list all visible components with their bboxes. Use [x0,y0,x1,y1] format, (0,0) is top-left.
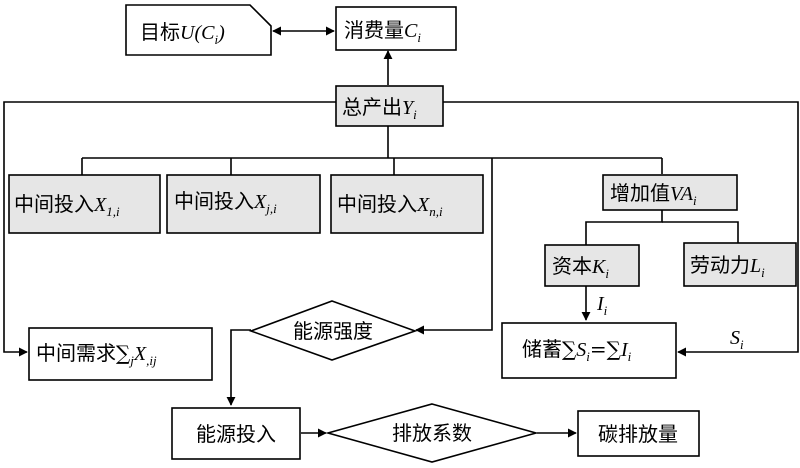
capital-node: 资本Ki [544,244,640,287]
savings-flow-label: Si [730,327,744,352]
consumption-box [335,6,457,51]
energy-input-box [171,407,301,460]
connectors [3,26,799,438]
carbon-emissions-label: 碳排放量 [598,422,678,446]
intermediate-input-n-box [330,174,484,234]
value-added-node: 增加值VAi [602,174,738,211]
investment-flow-label: Ii [596,293,608,318]
intermediate-input-1-box [8,174,161,234]
goal-label: 目标U(Ci) [140,20,225,47]
goal-node: 目标U(Ci) [125,4,272,56]
energy-intensity-node: 能源强度 [248,300,418,361]
emission-factor-diamond [325,403,539,463]
labor-box [683,242,797,287]
bus-to-energy-intensity [415,158,493,335]
intermediate-input-j-label: 中间投入Xj,i [174,189,277,216]
labor-node: 劳动力Li [683,242,797,287]
intermediate-input-1-node: 中间投入X1,i [8,174,161,234]
energy-input-node: 能源投入 [171,407,301,460]
total-output-label: 总产出Yi [342,95,417,122]
intensity-to-energy-input [226,329,251,406]
carbon-emissions-node: 碳排放量 [577,410,700,457]
carbon-emissions-box [577,410,700,457]
intermediate-demand-box [28,327,213,381]
value-added-box [602,174,738,211]
output-to-savings-loop [443,101,799,357]
capital-label: 资本Ki [552,254,609,281]
intermediate-input-1-label: 中间投入X1,i [14,192,120,219]
energy-intensity-diamond [248,300,418,361]
consumption-label: 消费量Ci [344,18,421,45]
savings-label: 储蓄∑Si=∑Ii [522,337,632,364]
energy-input-label: 能源投入 [196,422,276,446]
total-output-node: 总产出Yi [335,85,444,127]
intermediate-input-j-node: 中间投入Xj,i [166,174,321,234]
savings-box [501,322,677,379]
total-output-box [335,85,444,127]
output-to-demand-loop [3,101,336,357]
va-to-labor [662,221,739,243]
emission-factor-node: 排放系数 [325,403,539,463]
goal-shape [125,4,272,56]
va-to-capital-labor [585,210,663,245]
consumption-node: 消费量Ci [335,6,457,51]
intermediate-input-j-box [166,174,321,234]
labor-label: 劳动力Li [690,253,765,280]
value-added-label: 增加值VAi [610,181,697,208]
capital-box [544,244,640,287]
intermediate-input-n-node: 中间投入Xn,i [330,174,484,234]
savings-node: 储蓄∑Si=∑Ii [501,322,677,379]
intermediate-demand-node: 中间需求∑jX,ij [28,327,213,381]
emission-factor-label: 排放系数 [392,421,472,445]
energy-intensity-label: 能源强度 [293,319,373,343]
intermediate-demand-label: 中间需求∑jX,ij [36,341,157,368]
intermediate-input-n-label: 中间投入Xn,i [337,192,443,219]
